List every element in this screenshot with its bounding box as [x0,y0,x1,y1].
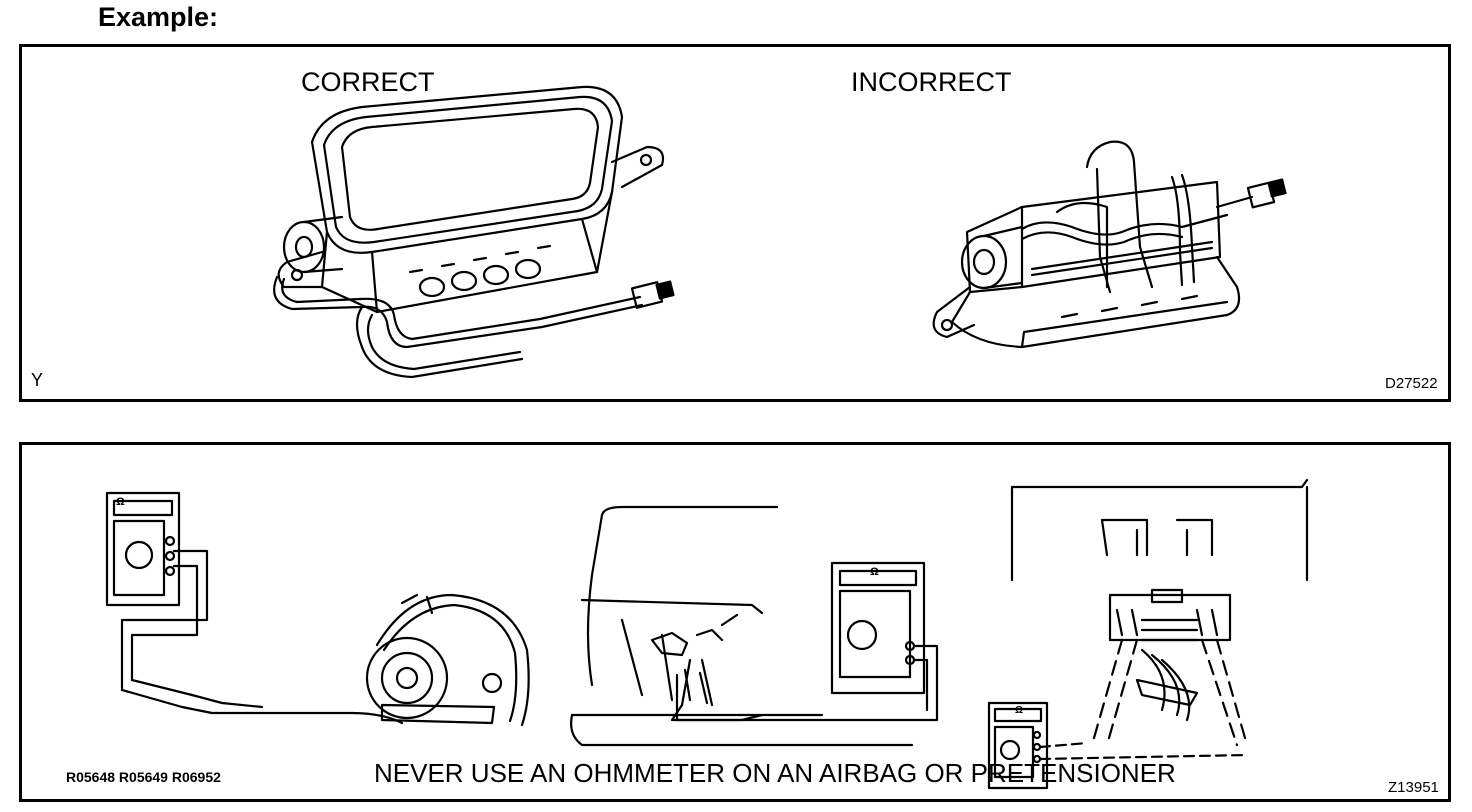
ohm-symbol-left: Ω [116,496,125,508]
page-heading: Example: [98,2,219,32]
airbag-placement-panel: CORRECT INCORRECT Y D27522 [19,44,1451,402]
reference-codes: R05648 R05649 R06952 [66,769,221,785]
pretensioner [365,593,530,727]
warning-text: NEVER USE AN OHMMETER ON AN AIRBAG OR PR… [374,758,1176,788]
figure-code-bottom: Z13951 [1388,779,1439,796]
airbag-correct-illustration [273,85,1287,379]
ohmmeter-warning-panel: Ω Ω Ω R05648 R05649 R06952 NEVER USE AN … [19,442,1451,802]
ohm-symbol-right: Ω [1015,705,1024,716]
ohm-symbol-middle: Ω [870,566,879,578]
correct-label: CORRECT [301,67,435,97]
ohmmeter-left [105,491,404,725]
incorrect-label: INCORRECT [851,67,1012,97]
vehicle-structure [570,505,914,747]
ohmmeter-warning-illustration [105,478,1309,790]
airbag-sensor-assembly [987,478,1309,790]
ohmmeter-middle [675,561,939,722]
corner-mark: Y [31,370,44,390]
figure-code-top: D27522 [1385,375,1438,392]
